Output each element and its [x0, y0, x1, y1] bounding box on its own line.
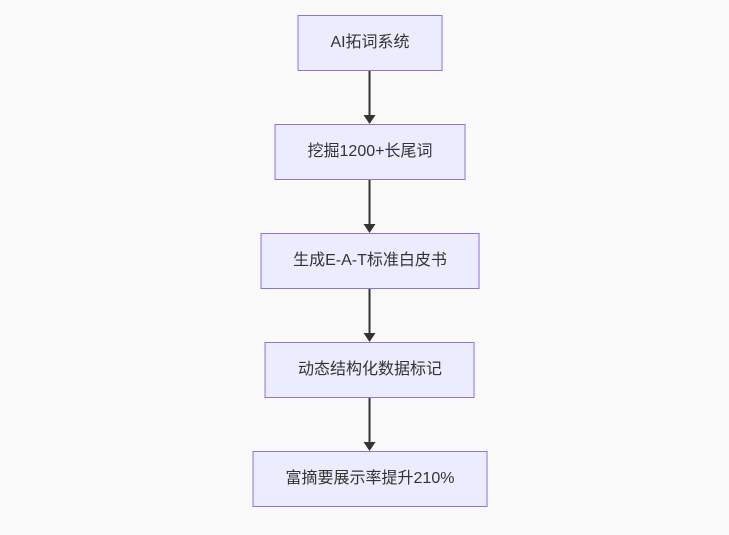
arrow-line: [369, 71, 371, 115]
edge-connector-1: [364, 71, 376, 124]
flow-node-rich-snippet-uplift: 富摘要展示率提升210%: [252, 451, 488, 507]
node-label: 富摘要展示率提升210%: [285, 470, 455, 487]
node-label: 生成E-A-T标准白皮书: [293, 252, 447, 269]
edge-connector-3: [364, 289, 376, 342]
arrowhead-down-icon: [364, 442, 376, 451]
node-label: 动态结构化数据标记: [297, 361, 442, 378]
arrowhead-down-icon: [364, 115, 376, 124]
flow-node-eat-whitepaper: 生成E-A-T标准白皮书: [260, 233, 480, 289]
edge-connector-2: [364, 180, 376, 233]
arrowhead-down-icon: [364, 333, 376, 342]
arrow-line: [369, 398, 371, 442]
arrowhead-down-icon: [364, 224, 376, 233]
edge-connector-4: [364, 398, 376, 451]
flowchart-canvas: AI拓词系统 挖掘1200+长尾词 生成E-A-T标准白皮书 动态结构化数据标记…: [252, 15, 488, 507]
flow-node-ai-keyword-system: AI拓词系统: [297, 15, 443, 71]
arrow-line: [369, 289, 371, 333]
flow-node-longtail-mining: 挖掘1200+长尾词: [274, 124, 466, 180]
arrow-line: [369, 180, 371, 224]
node-label: AI拓词系统: [330, 34, 410, 51]
node-label: 挖掘1200+长尾词: [307, 143, 433, 160]
flow-node-structured-data-markup: 动态结构化数据标记: [264, 342, 475, 398]
